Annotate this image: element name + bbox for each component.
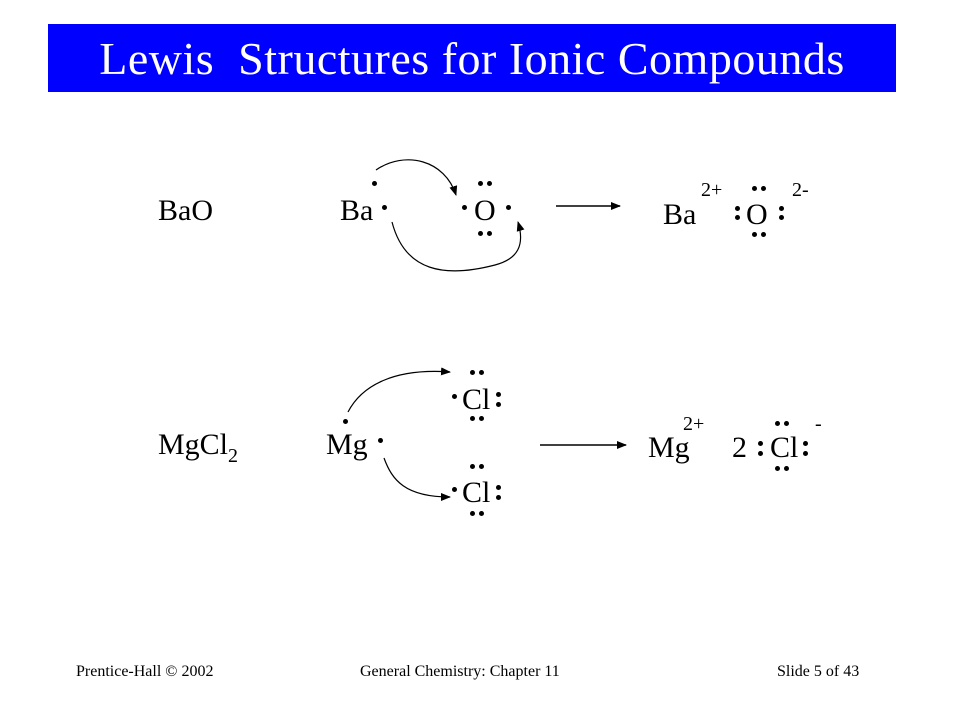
valence-electron-dot <box>758 441 763 446</box>
compound-label-bao: BaO <box>158 194 213 227</box>
valence-electron-dot <box>803 441 808 446</box>
reactant-nonmetal-cl-1: Cl <box>462 383 491 416</box>
valence-electron-dot <box>761 186 766 191</box>
slide-title: Lewis Structures for Ionic Compounds <box>99 32 845 84</box>
electron-transfer-arrow <box>383 457 451 501</box>
electron-transfer-arrow <box>391 221 525 272</box>
valence-electron-dot <box>487 231 492 236</box>
valence-electron-dot <box>372 181 377 186</box>
valence-electron-dot <box>343 419 348 424</box>
valence-electron-dot <box>784 466 789 471</box>
product-anion-cl: Cl <box>770 431 799 464</box>
reactant-nonmetal-cl-2: Cl <box>462 476 491 509</box>
reactant-metal-mg: Mg <box>326 428 368 461</box>
anion-coefficient: 2 <box>732 431 747 464</box>
compound-subscript: 2 <box>228 445 239 467</box>
electron-transfer-arrow <box>347 367 451 413</box>
valence-electron-dot <box>496 495 501 500</box>
reactant-metal-ba: Ba <box>340 194 374 227</box>
valence-electron-dot <box>382 205 387 210</box>
valence-electron-dot <box>735 206 740 211</box>
valence-electron-dot <box>470 370 475 375</box>
valence-electron-dot <box>775 466 780 471</box>
product-cation-mg: Mg <box>648 431 690 464</box>
valence-electron-dot <box>479 370 484 375</box>
valence-electron-dot <box>779 215 784 220</box>
footer-slide-number: Slide 5 of 43 <box>777 663 860 680</box>
footer-publisher: Prentice-Hall © 2002 <box>76 663 214 680</box>
valence-electron-dot <box>479 511 484 516</box>
cation-charge: 2+ <box>683 413 705 435</box>
valence-electron-dot <box>496 402 501 407</box>
valence-electron-dot <box>752 186 757 191</box>
valence-electron-dot <box>761 232 766 237</box>
valence-electron-dot <box>775 421 780 426</box>
compound-label-mgcl2: MgCl2 <box>158 428 238 467</box>
valence-electron-dot <box>779 206 784 211</box>
valence-electron-dot <box>470 464 475 469</box>
cation-charge: 2+ <box>701 179 723 201</box>
valence-electron-dot <box>479 464 484 469</box>
valence-electron-dot <box>478 231 483 236</box>
valence-electron-dot <box>487 181 492 186</box>
valence-electron-dot <box>462 205 467 210</box>
valence-electron-dot <box>470 416 475 421</box>
valence-electron-dot <box>496 485 501 490</box>
valence-electron-dot <box>784 421 789 426</box>
valence-electron-dot <box>478 181 483 186</box>
anion-charge: 2- <box>792 179 809 201</box>
valence-electron-dot <box>452 487 457 492</box>
valence-electron-dot <box>452 394 457 399</box>
valence-electron-dot <box>735 215 740 220</box>
reactant-nonmetal-o: O <box>474 194 496 227</box>
valence-electron-dot <box>479 416 484 421</box>
valence-electron-dot <box>470 511 475 516</box>
product-anion-o: O <box>746 198 768 231</box>
electron-transfer-arrow <box>375 159 458 196</box>
valence-electron-dot <box>758 451 763 456</box>
valence-electron-dot <box>506 205 511 210</box>
valence-electron-dot <box>752 232 757 237</box>
valence-electron-dot <box>378 438 383 443</box>
compound-formula: MgCl <box>158 428 229 461</box>
product-cation-ba: Ba <box>663 198 697 231</box>
title-banner: Lewis Structures for Ionic Compounds <box>48 24 896 92</box>
anion-charge: - <box>815 413 822 435</box>
valence-electron-dot <box>496 392 501 397</box>
footer-chapter: General Chemistry: Chapter 11 <box>360 663 560 680</box>
valence-electron-dot <box>803 451 808 456</box>
